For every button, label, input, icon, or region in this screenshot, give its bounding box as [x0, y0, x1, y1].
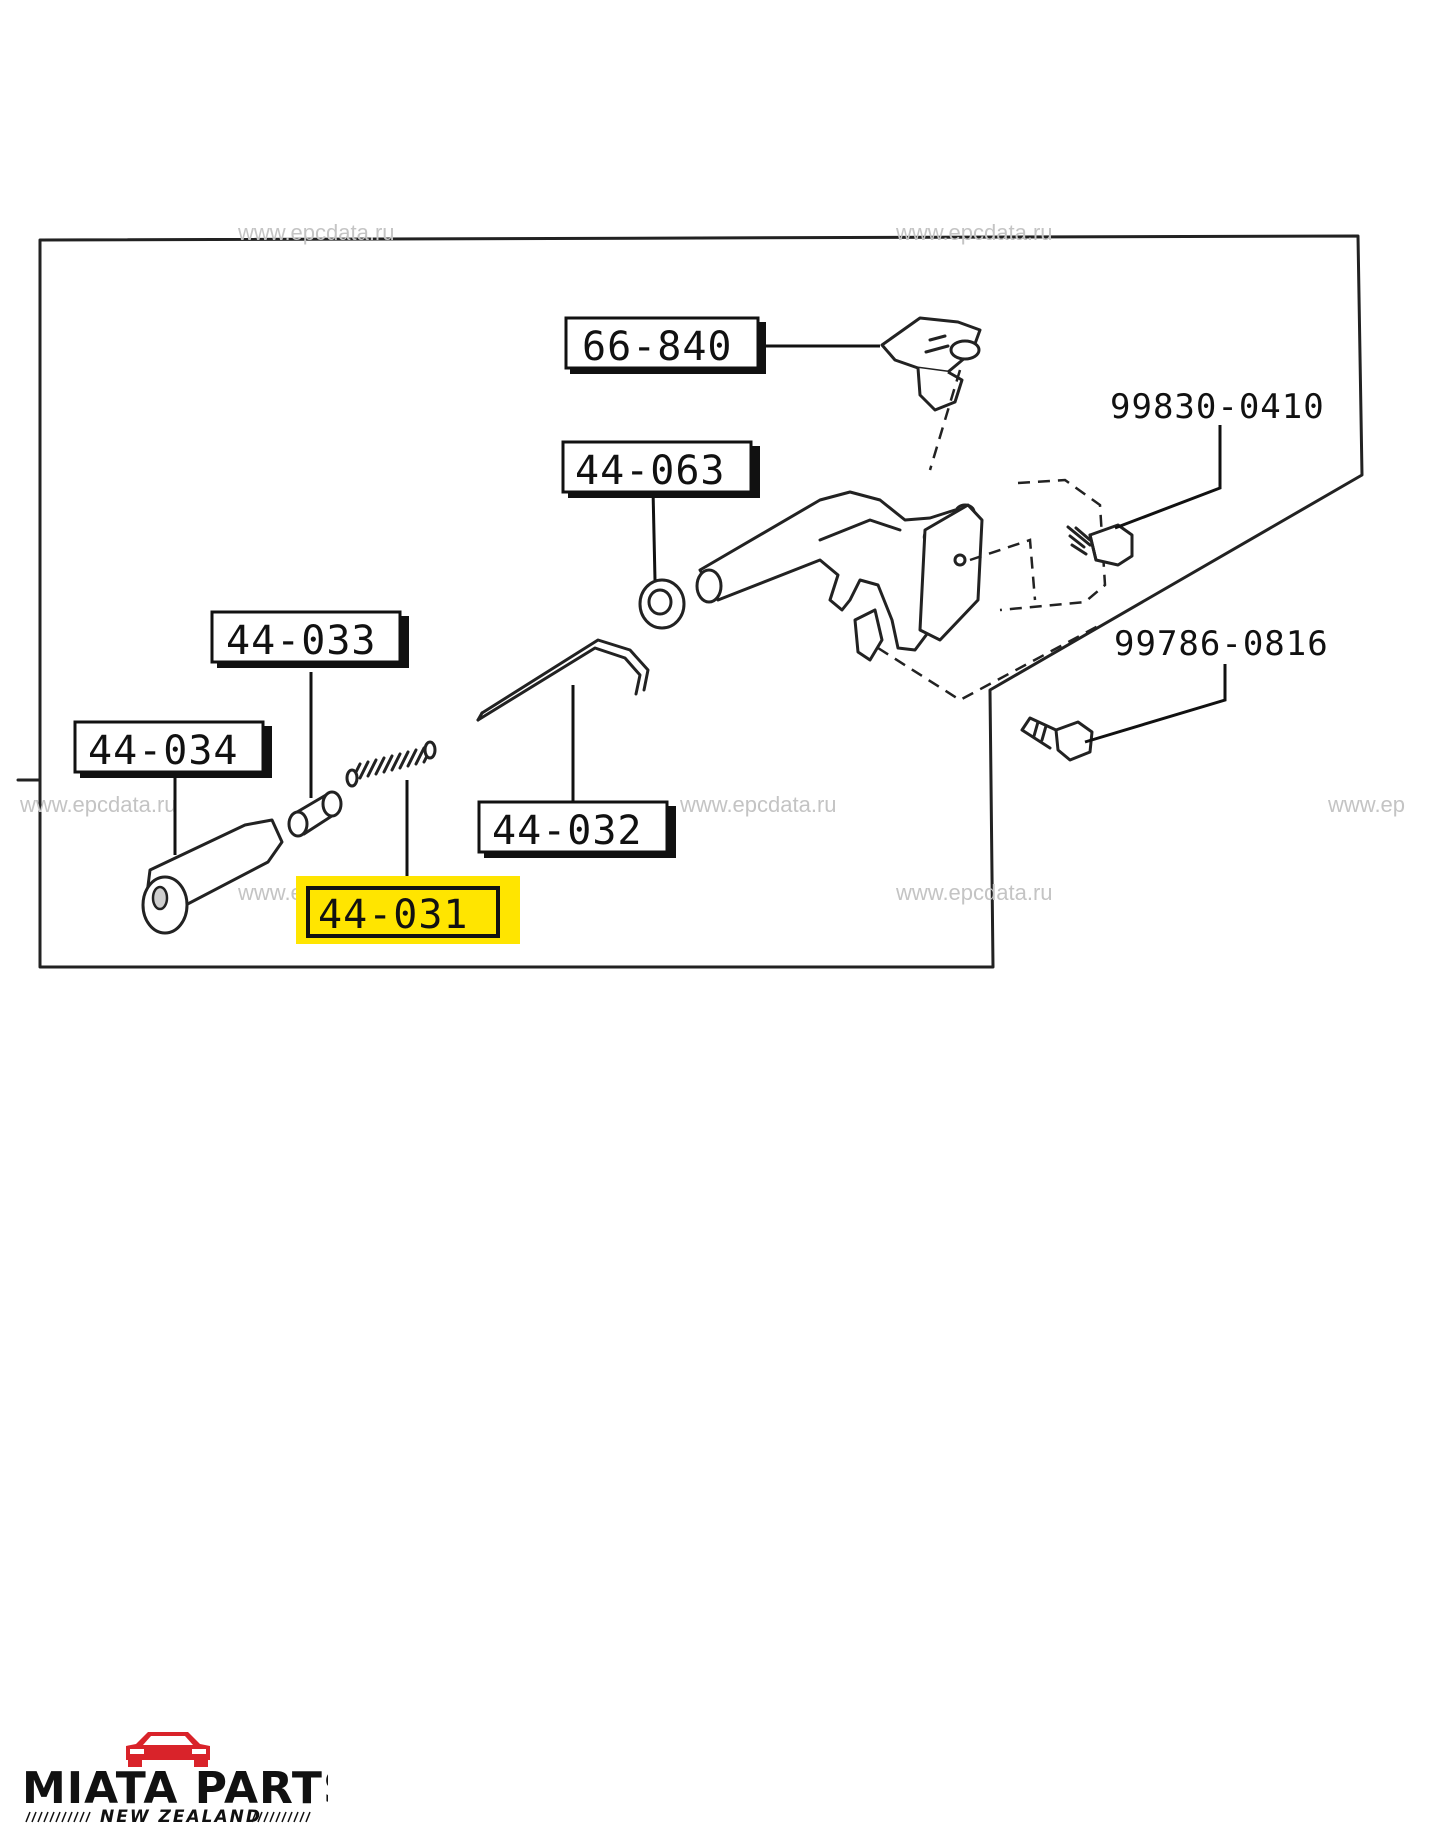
- part-44-063-drawing: [638, 578, 686, 630]
- watermark: www.ep: [1327, 792, 1405, 817]
- watermark: www.epcdata.ru: [895, 220, 1053, 245]
- watermark: www.epcdata.ru: [895, 880, 1053, 905]
- label-44-032-text: 44-032: [492, 808, 643, 854]
- part-44-031-drawing: [345, 740, 437, 788]
- label-44-031-highlighted[interactable]: 44-031: [296, 876, 520, 944]
- leader-99830-0410: [1114, 425, 1222, 530]
- leader-44-063: [651, 488, 657, 581]
- part-44-032-drawing: [476, 638, 650, 722]
- watermark: www.epcdata.ru: [237, 220, 395, 245]
- watermark: www.epcdata.ru: [19, 792, 177, 817]
- watermark: www.epcdata.ru: [679, 792, 837, 817]
- logo-title: MIATA PARTS: [22, 1763, 328, 1814]
- label-99830-0410[interactable]: 99830-0410: [1110, 387, 1325, 427]
- logo-stripes: [25, 1811, 311, 1823]
- label-44-034[interactable]: 44-034: [73, 720, 272, 778]
- label-44-033[interactable]: 44-033: [210, 610, 409, 668]
- label-44-063[interactable]: 44-063: [561, 440, 760, 498]
- logo-subtitle: NEW ZEALAND: [100, 1807, 262, 1825]
- leader-99786-0816: [1084, 664, 1227, 744]
- label-44-031-text: 44-031: [318, 892, 469, 938]
- label-99786-0816[interactable]: 99786-0816: [1114, 624, 1329, 664]
- part-66-840-drawing: [880, 316, 982, 412]
- label-44-033-text: 44-033: [226, 618, 377, 664]
- miata-parts-logo: MIATA PARTS NEW ZEALAND: [22, 1732, 328, 1825]
- part-44-033-drawing: [287, 790, 343, 838]
- label-44-063-text: 44-063: [575, 448, 726, 494]
- label-44-032[interactable]: 44-032: [477, 800, 676, 858]
- part-99786-0816-drawing: [1020, 716, 1094, 762]
- part-44-034-drawing: [141, 818, 284, 935]
- handbrake-lever-drawing: [695, 490, 984, 662]
- part-99830-0410-drawing: [1066, 523, 1134, 567]
- label-66-840-text: 66-840: [582, 324, 733, 370]
- label-44-034-text: 44-034: [88, 728, 239, 774]
- car-icon: [126, 1732, 210, 1767]
- diagram-frame: [38, 234, 1364, 969]
- label-66-840[interactable]: 66-840: [564, 316, 766, 374]
